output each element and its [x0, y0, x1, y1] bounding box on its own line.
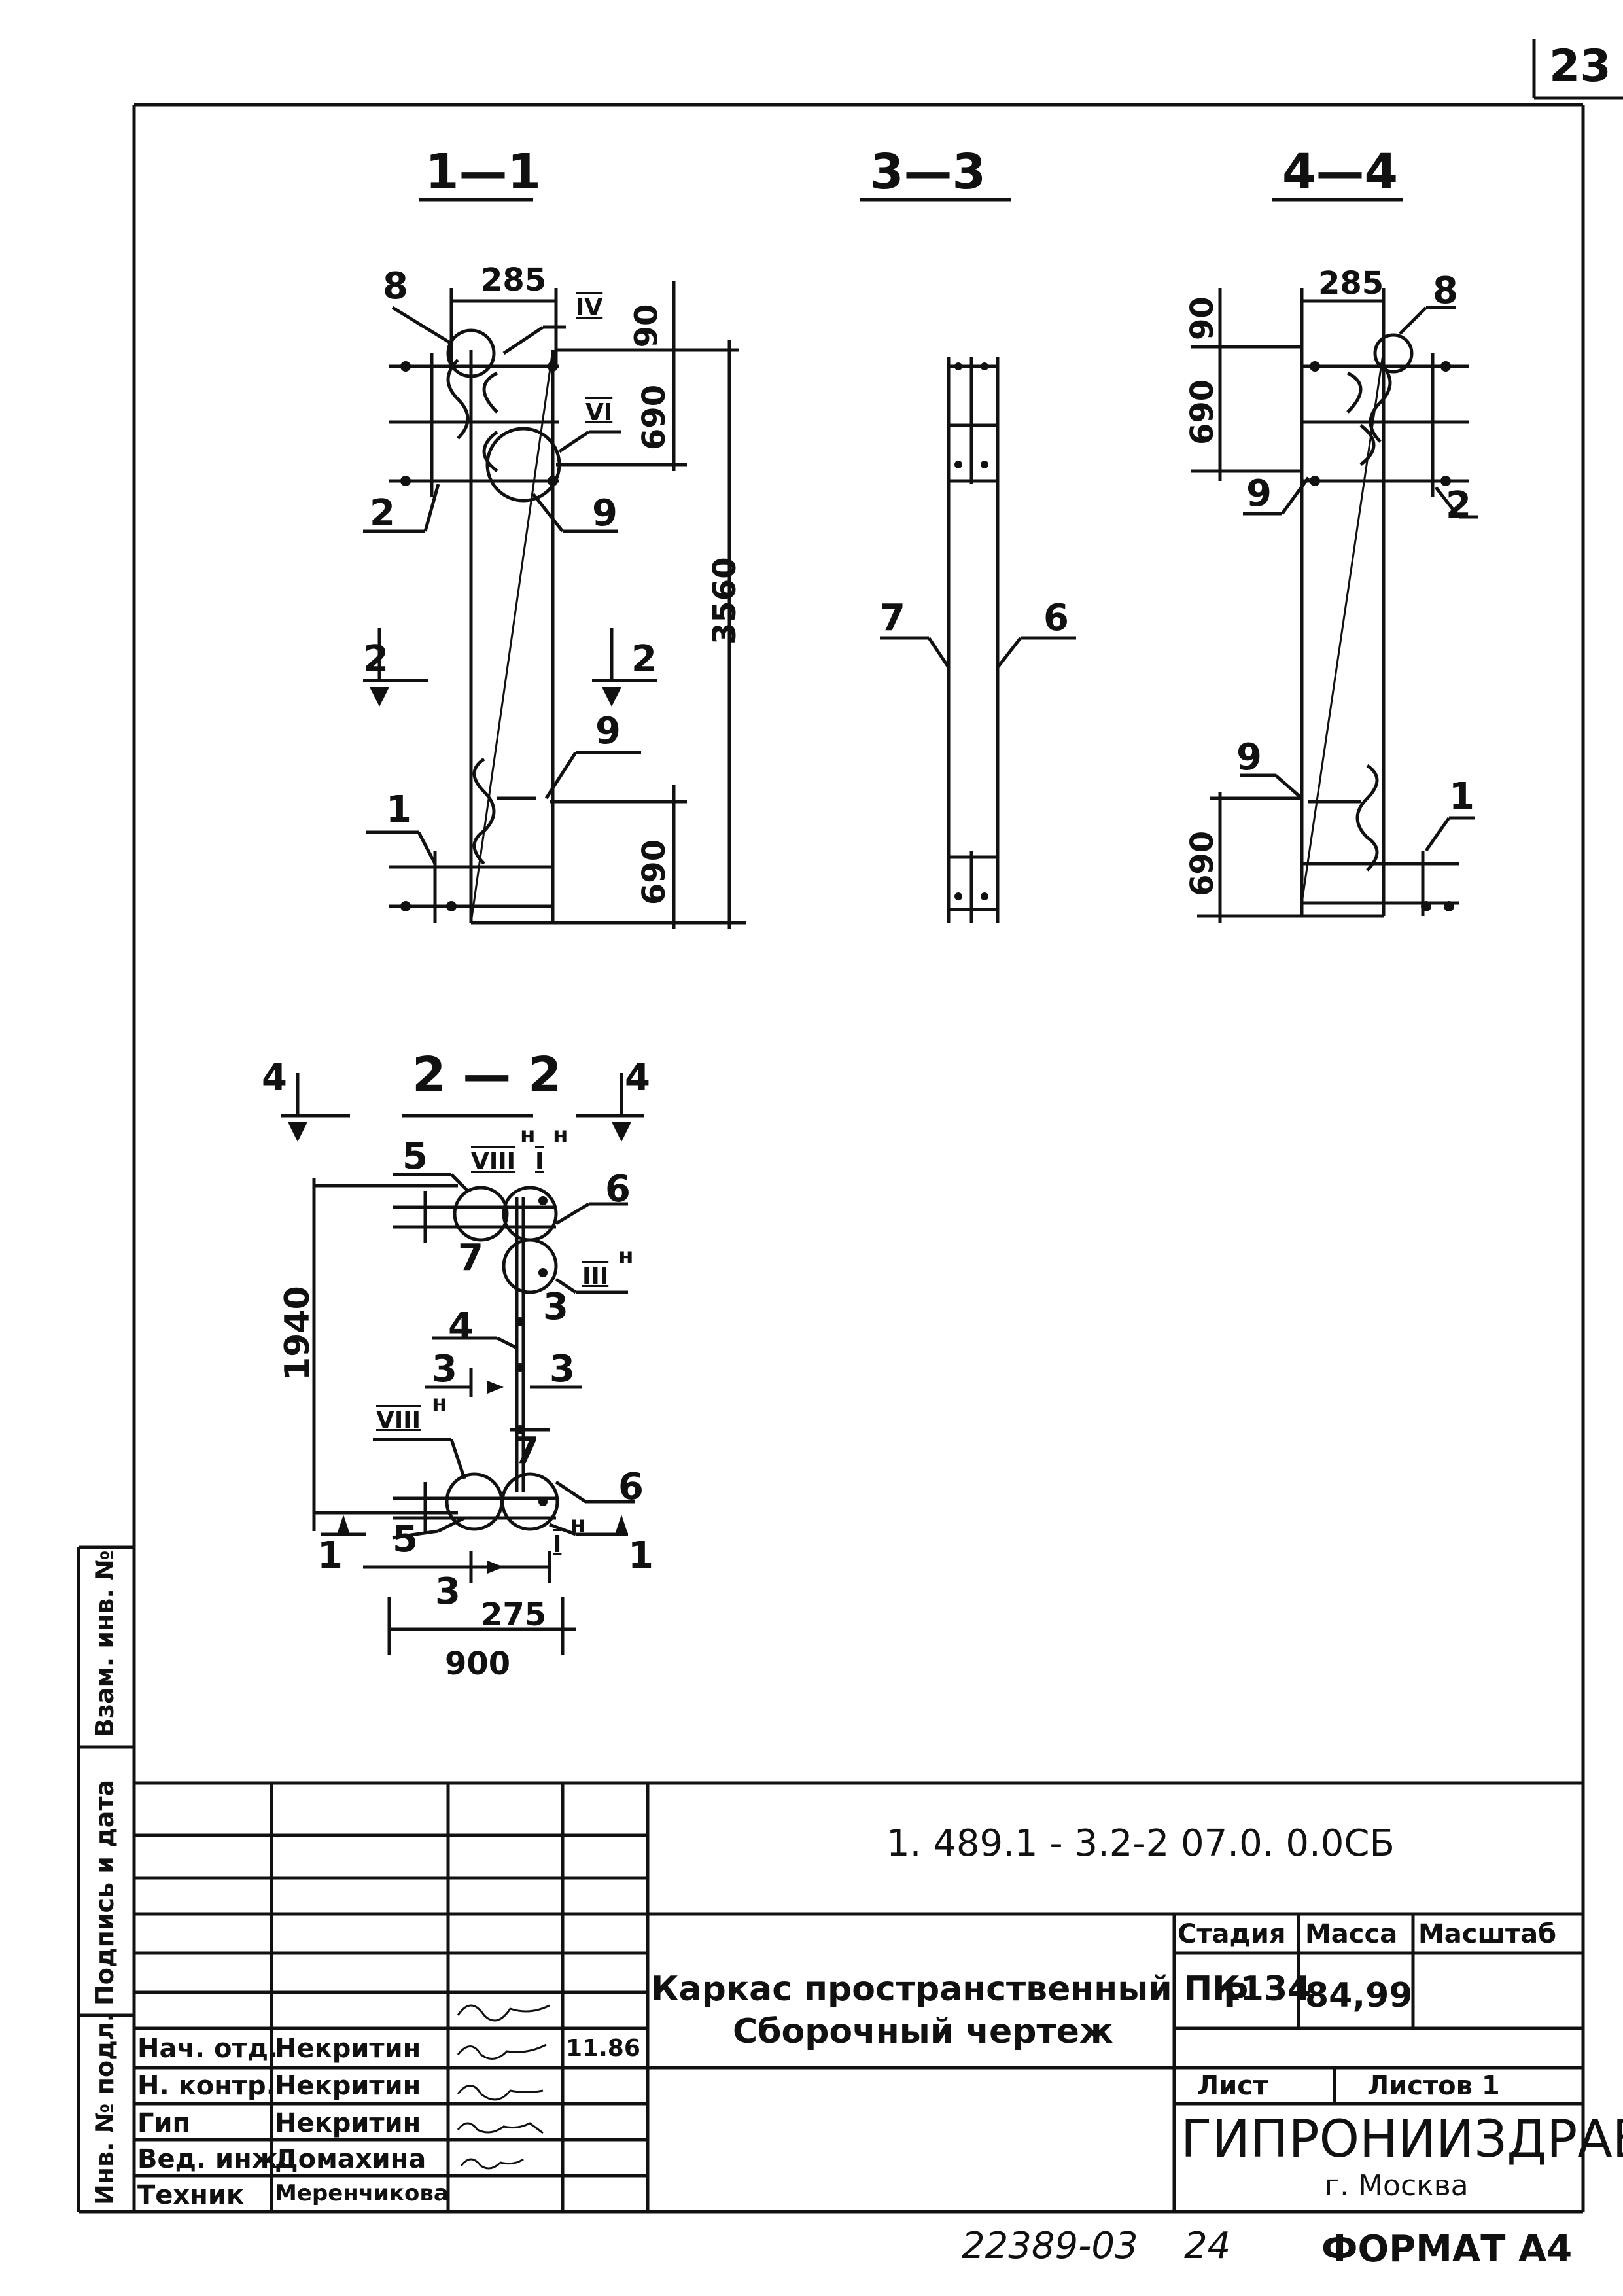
header-scale: Масштаб [1418, 1919, 1557, 1949]
signature-4 [457, 2122, 544, 2134]
name-0: Некритин [275, 2034, 421, 2064]
dim-690-bottom-4-4: 690 [1184, 830, 1221, 896]
dim-900: 900 [445, 1646, 511, 1682]
dim-90-4-4: 90 [1184, 296, 1221, 340]
mark-viii-a: VIII [471, 1148, 516, 1175]
section-title-2-2: 2 — 2 [412, 1047, 562, 1103]
mark-1-4-4: 1 [1449, 775, 1475, 818]
detail-vi: VI [585, 399, 613, 426]
stamp-podpis-data: Подпись и дата [90, 1779, 119, 2005]
mark-h-4: н [432, 1390, 447, 1417]
mark-1-1-1: 1 [386, 788, 411, 831]
signature-3 [457, 2085, 544, 2101]
document-code: 1. 489.1 - 3.2-2 07.0. 0.0СБ [886, 1822, 1395, 1865]
signature-1 [457, 2004, 550, 2022]
section-title-3-3: 3—3 [870, 144, 986, 200]
dim-1940: 1940 [278, 1286, 317, 1381]
mark-7b: 7 [514, 1430, 539, 1472]
mark-4: 4 [448, 1305, 474, 1348]
mark-8-4-4: 8 [1433, 270, 1458, 312]
sheet-label: Лист [1197, 2071, 1268, 2101]
mark-9a-4-4: 9 [1246, 472, 1272, 515]
date-0: 11.86 [566, 2035, 640, 2062]
mark-7a: 7 [458, 1237, 483, 1279]
title-line-1: Каркас пространственный ПК134 [651, 1969, 1312, 2009]
mark-i-b: I [553, 1531, 562, 1558]
sheet-number: 23 [1549, 41, 1611, 92]
cut-2-left: 2 [363, 638, 389, 680]
section-title-1-1: 1—1 [425, 144, 541, 200]
mark-3a: 3 [543, 1286, 568, 1328]
name-2: Некритин [275, 2108, 421, 2138]
stamp-vzam-inv: Взам. инв. № [90, 1550, 119, 1737]
dim-285-1-1: 285 [481, 262, 547, 298]
role-0: Нач. отд. [137, 2034, 279, 2064]
organization-city: г. Москва [1325, 2169, 1469, 2202]
mark-3c: 3 [550, 1348, 575, 1390]
cut-4-left: 4 [262, 1057, 287, 1099]
header-mass: Масса [1305, 1919, 1398, 1949]
name-3: Домахина [275, 2144, 427, 2174]
mark-6-3-3: 6 [1043, 597, 1069, 639]
cut-1-left: 1 [317, 1534, 343, 1577]
name-4: Меренчикова [275, 2180, 449, 2206]
mark-8-1-1: 8 [383, 265, 408, 308]
mark-5a: 5 [402, 1135, 428, 1178]
mark-7-3-3: 7 [880, 597, 905, 639]
stamp-inv-no-podl: Инв. № подл. [90, 2012, 119, 2205]
inventory-number: 22389-03 [962, 2225, 1138, 2267]
page-number: 24 [1184, 2225, 1231, 2267]
mark-h-1: н [520, 1122, 536, 1148]
mark-i-a: I [535, 1148, 544, 1175]
dim-90-1-1: 90 [628, 304, 665, 348]
dim-3560: 3560 [707, 557, 743, 645]
organization-name: ГИПРОНИИЗДРАВ [1181, 2110, 1623, 2169]
cut-1-right: 1 [628, 1534, 654, 1577]
sheets-label: Листов 1 [1367, 2071, 1500, 2101]
mark-iii: III [582, 1263, 609, 1290]
detail-iv: IV [576, 294, 603, 321]
role-4: Техник [137, 2180, 245, 2210]
mass-value: 84,99 [1305, 1976, 1413, 2015]
signature-2 [457, 2043, 547, 2060]
dim-275: 275 [481, 1597, 547, 1633]
stage-value: Р [1223, 1976, 1249, 2015]
mark-5b: 5 [393, 1518, 418, 1561]
cut-4-right: 4 [625, 1057, 650, 1099]
title-line-2: Сборочный чертеж [733, 2012, 1113, 2051]
cut-2-right: 2 [631, 638, 657, 680]
mark-2-1-1: 2 [370, 492, 395, 535]
mark-viii-b: VIII [376, 1407, 421, 1434]
mark-9a-1-1: 9 [592, 492, 618, 535]
dim-690-top-4-4: 690 [1184, 379, 1221, 445]
cut-3-bottom: 3 [435, 1570, 461, 1613]
mark-6a: 6 [605, 1168, 631, 1210]
mark-9b-1-1: 9 [595, 710, 621, 752]
name-1: Некритин [275, 2071, 421, 2101]
dim-285-4-4: 285 [1318, 265, 1384, 302]
mark-6b: 6 [618, 1466, 644, 1508]
mark-9b-4-4: 9 [1236, 736, 1262, 779]
signature-5 [460, 2158, 524, 2170]
dim-690-top-1-1: 690 [636, 384, 673, 451]
mark-h-2: н [553, 1122, 568, 1148]
role-1: Н. контр. [137, 2071, 276, 2101]
mark-h-3: н [618, 1243, 634, 1269]
mark-2-4-4: 2 [1446, 484, 1471, 527]
header-stage: Стадия [1178, 1919, 1286, 1949]
section-title-4-4: 4—4 [1282, 144, 1398, 200]
mark-3b: 3 [432, 1348, 457, 1390]
mark-h-5: н [570, 1511, 586, 1538]
role-2: Гип [137, 2108, 191, 2138]
dim-690-bottom-1-1: 690 [636, 839, 673, 906]
role-3: Вед. инж. [137, 2144, 288, 2174]
format-label: ФОРМАТ А4 [1321, 2228, 1573, 2270]
